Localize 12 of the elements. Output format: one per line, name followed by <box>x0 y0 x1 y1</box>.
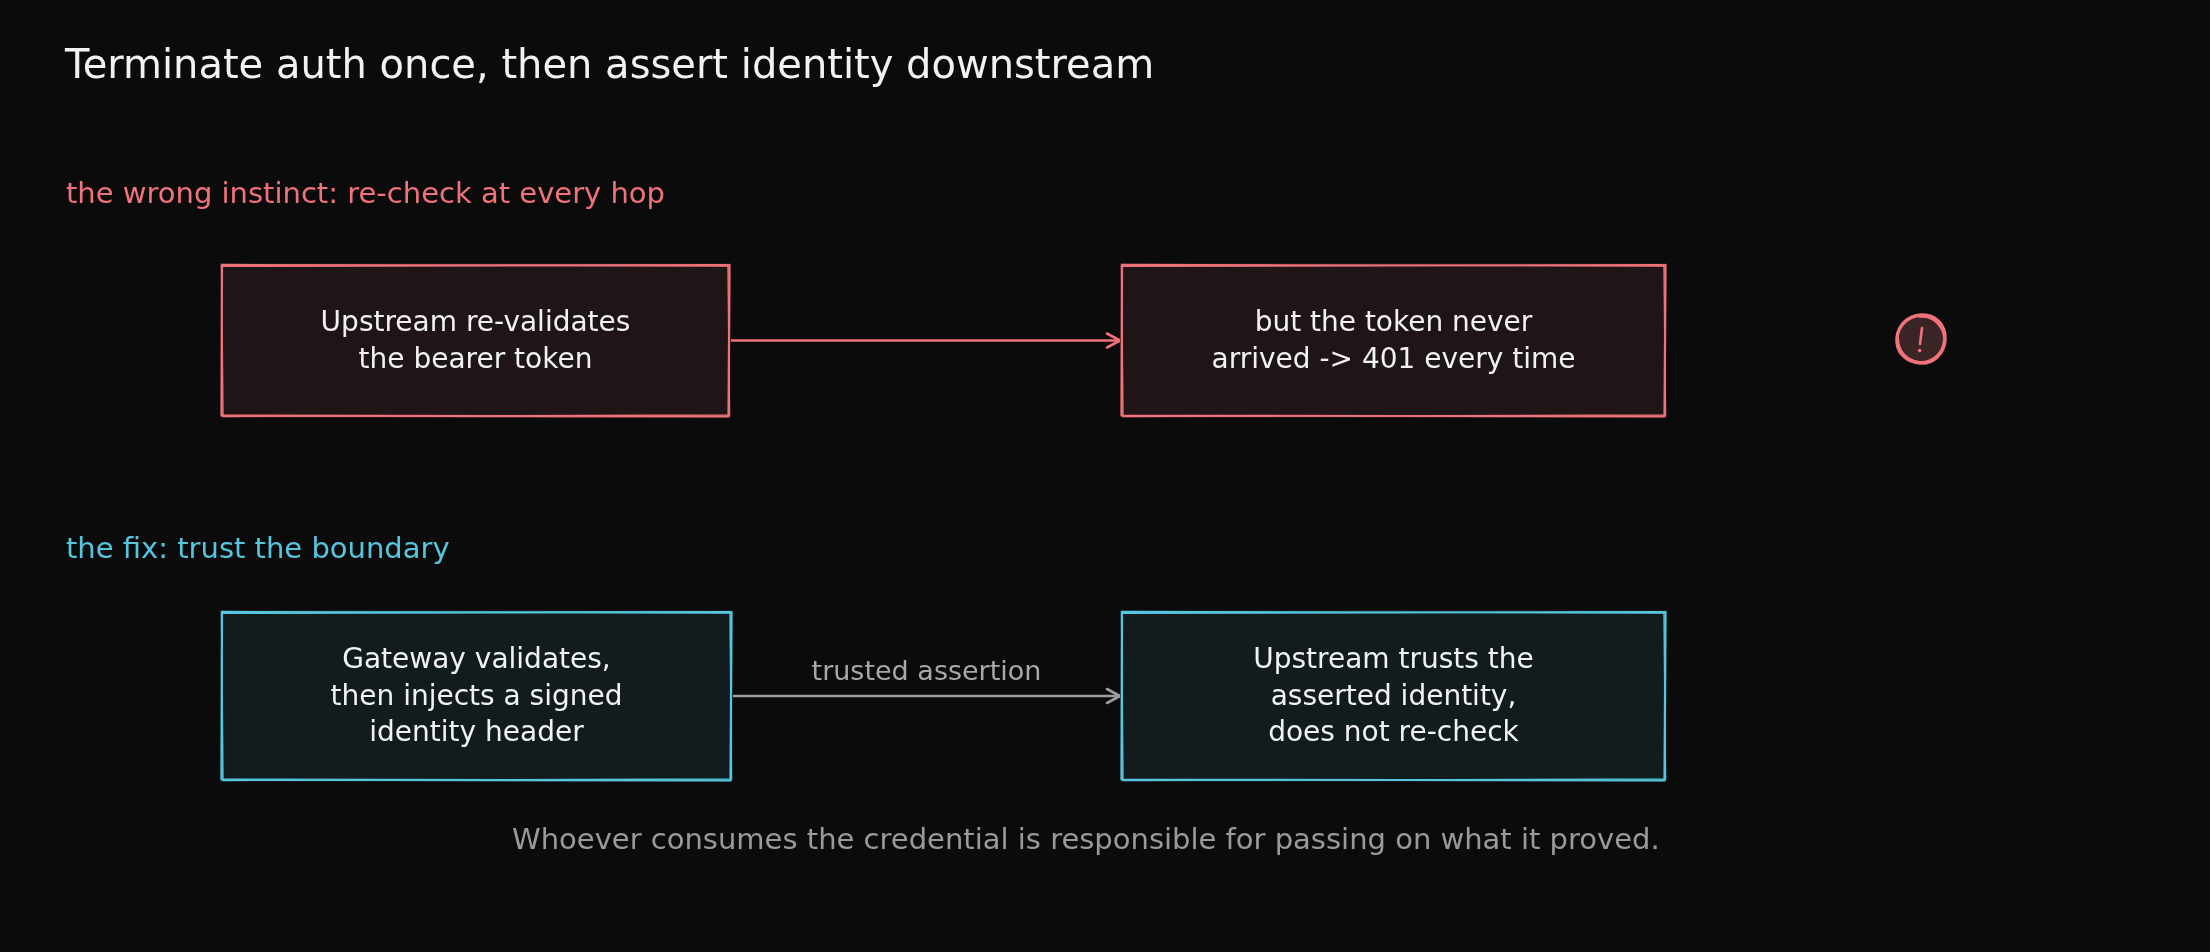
section-heading: the wrong instinct: re-check at every hop <box>66 176 665 211</box>
process-box <box>220 263 731 418</box>
process-box <box>1120 263 1667 418</box>
box-label: Gateway validates, then injects a signed identity header <box>329 641 624 751</box>
box-label: but the token never arrived -> 401 every time <box>1210 304 1577 377</box>
footnote: Whoever consumes the credential is responsible for passing on what it proved. <box>512 822 1660 857</box>
diagram-title: Terminate auth once, then assert identity downstream <box>65 40 1155 88</box>
process-box <box>220 610 733 782</box>
process-box <box>1120 610 1667 782</box>
box-label: Upstream re-validates the bearer token <box>319 304 632 377</box>
box-label: Upstream trusts the asserted identity, does not re-check <box>1252 641 1535 751</box>
section-heading: the fix: trust the boundary <box>66 531 450 566</box>
